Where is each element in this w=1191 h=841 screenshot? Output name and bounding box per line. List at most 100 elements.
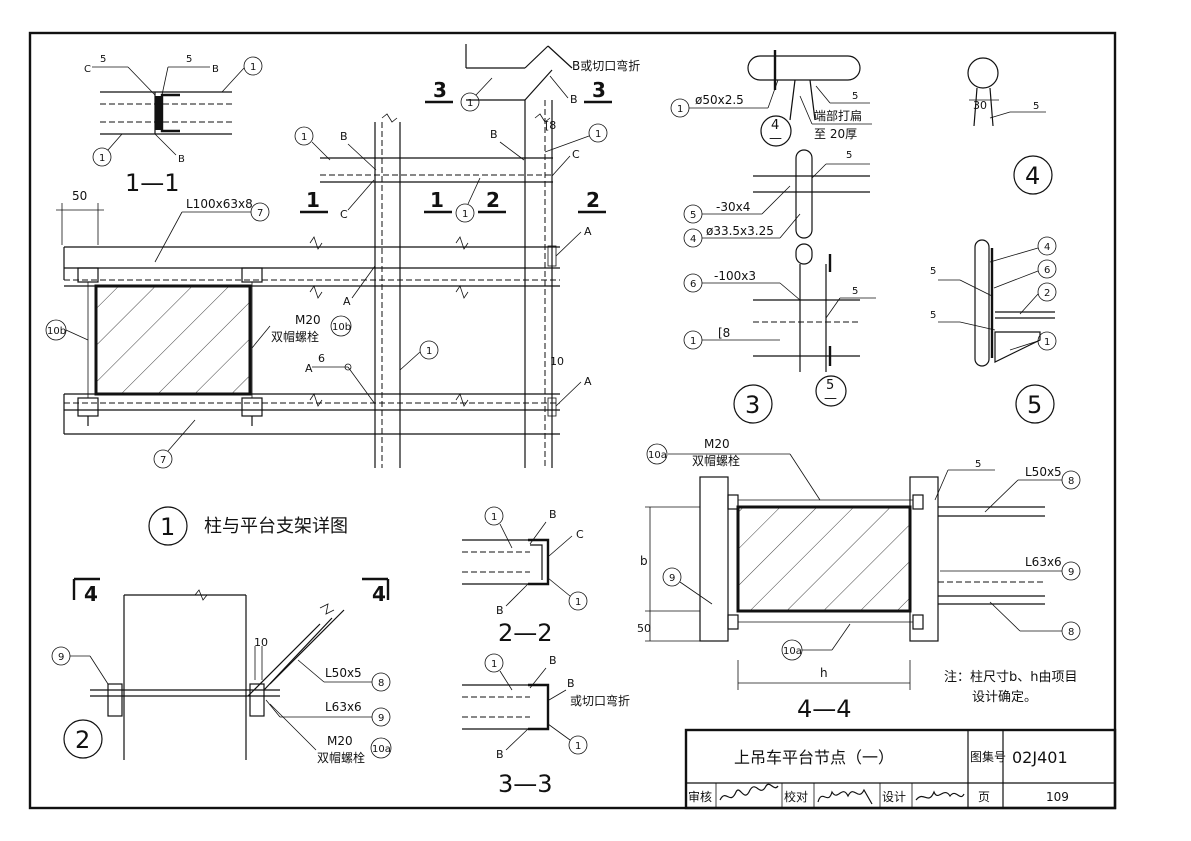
detail-1-elevation: 50: [45, 44, 640, 546]
section-1-1-label: 1—1: [125, 169, 180, 197]
ref-dash-2: —: [824, 391, 837, 406]
callout-1h: 1: [491, 512, 497, 523]
callout-1j: 1: [491, 659, 497, 670]
weld-5e: 5: [930, 266, 936, 277]
bolt-m20: M20: [295, 313, 321, 327]
note-line-1: 注：柱尺寸b、h由项目: [944, 670, 1078, 685]
angle-L63: L63x6: [325, 700, 362, 714]
callout-1k: 1: [575, 741, 581, 752]
section-mark-2a: 2: [486, 188, 500, 212]
section-mark-1b: 1: [430, 188, 444, 212]
callout-1n: 1: [1044, 337, 1050, 348]
callout-1e: 1: [462, 209, 468, 220]
detail-5: 4 6 2 1 5 5 5: [930, 236, 1057, 424]
page-number: 109: [1046, 790, 1069, 804]
design-label: 设计: [882, 790, 906, 804]
detail-4-number: 4: [1025, 162, 1040, 190]
detail-1-title: 柱与平台支架详图: [204, 516, 348, 537]
bent-note: B或切口弯折: [572, 58, 640, 73]
signature-review: [719, 783, 779, 801]
callout-1l: 1: [677, 104, 683, 115]
callout-9d: 9: [669, 573, 675, 584]
weld-size: 5: [100, 54, 106, 65]
callout-1b: 1: [99, 153, 105, 164]
dim-h: h: [820, 666, 828, 680]
weld-5c: 5: [852, 286, 858, 297]
bolt-double-nut-2: 双帽螺栓: [317, 750, 365, 765]
atlas-label: 图集号: [970, 749, 1006, 764]
callout-1m: 1: [690, 336, 696, 347]
callout-1: 1: [250, 62, 256, 73]
callout-10b-right: 10b: [332, 322, 351, 333]
pipe-50: ø50x2.5: [695, 93, 744, 107]
letter-b-2: B: [490, 128, 498, 141]
callout-10a-a: 10a: [372, 744, 391, 755]
channel-8: [8: [545, 119, 556, 132]
pipe-33: ø33.5x3.25: [706, 224, 774, 238]
letter-b-1: B: [340, 130, 348, 143]
dim-b: b: [640, 554, 648, 568]
bolt-double-nut-3: 双帽螺栓: [692, 453, 740, 468]
letter-a-1: A: [343, 295, 351, 308]
plate-30x4: -30x4: [716, 200, 750, 214]
letter-b-8: B: [496, 748, 504, 761]
signature-check: [817, 788, 873, 805]
section-3-3-label: 3—3: [498, 770, 553, 798]
dim-10: 10: [254, 636, 268, 649]
weld-label-c: C: [84, 64, 91, 75]
bolt-m20-2: M20: [327, 734, 353, 748]
callout-5a: 5: [690, 210, 696, 221]
callout-1g: 1: [467, 98, 473, 109]
title-block: 上吊车平台节点（一） 图集号 02J401 页 109 审核 校对 设计: [684, 728, 1117, 810]
flat-note-2: 至 20厚: [814, 127, 857, 141]
callout-7a: 7: [257, 208, 263, 219]
callout-1f: 1: [595, 129, 601, 140]
callout-4a: 4: [690, 234, 696, 245]
letter-b-7: B: [567, 677, 575, 690]
letter-a-4: A: [584, 375, 592, 388]
callout-2: 2: [1044, 288, 1050, 299]
callout-8c: 8: [1068, 627, 1074, 638]
section-mark-1a: 1: [306, 188, 320, 212]
detail-4: 30 5 4: [967, 57, 1053, 195]
callout-6a: 6: [690, 279, 696, 290]
bolt-double-nut: 双帽螺栓: [271, 329, 319, 344]
callout-8a: 8: [378, 678, 384, 689]
weld-label-b2: B: [178, 154, 185, 165]
weld-label-b: B: [212, 64, 219, 75]
plate-100x3: -100x3: [714, 269, 756, 283]
page-label: 页: [978, 790, 990, 804]
section-mark-3b: 3: [592, 78, 606, 102]
drawing-number: 02J401: [1012, 748, 1068, 767]
callout-10a-b: 10a: [648, 450, 667, 461]
section-2-2: 1 B C B 1 2—2: [462, 506, 588, 647]
section-1-1: C 5 5 B B 1 1 1—1: [84, 54, 263, 197]
bent-note-2: 或切口弯折: [570, 693, 630, 708]
section-2-2-label: 2—2: [498, 619, 553, 647]
channel-8b: [8: [718, 326, 730, 340]
signature-design: [915, 790, 965, 801]
check-label: 校对: [784, 789, 808, 804]
detail-2: 4 4 10 9 L50x5 8 L63x6 9 M20 双帽螺栓: [51, 577, 392, 765]
angle-L50: L50x5: [325, 666, 362, 680]
section-mark-3a: 3: [433, 78, 447, 102]
callout-4b: 4: [1044, 242, 1050, 253]
section-4-4: M20 双帽螺栓 10a 5 L50x5 8 L63x6 9 8: [637, 437, 1081, 723]
detail-1-number: 1: [160, 513, 175, 541]
angle-L100: L100x63x8: [186, 197, 253, 211]
letter-b-4: B: [549, 508, 557, 521]
note-line-2: 设计确定。: [972, 690, 1037, 705]
callout-1d: 1: [426, 346, 432, 357]
weld-5g: 5: [975, 459, 981, 470]
cut-4b: 4: [372, 582, 386, 606]
callout-8b: 8: [1068, 476, 1074, 487]
dim-30: 30: [973, 99, 987, 112]
callout-10a-c: 10a: [783, 646, 802, 657]
callout-6b: 6: [1044, 265, 1050, 276]
callout-1c: 1: [301, 132, 307, 143]
dim-50b: 50: [637, 622, 651, 635]
callout-9a: 9: [58, 652, 64, 663]
letter-c-2: C: [572, 148, 580, 161]
detail-3-number: 3: [745, 391, 760, 419]
weld-5f: 5: [930, 310, 936, 321]
